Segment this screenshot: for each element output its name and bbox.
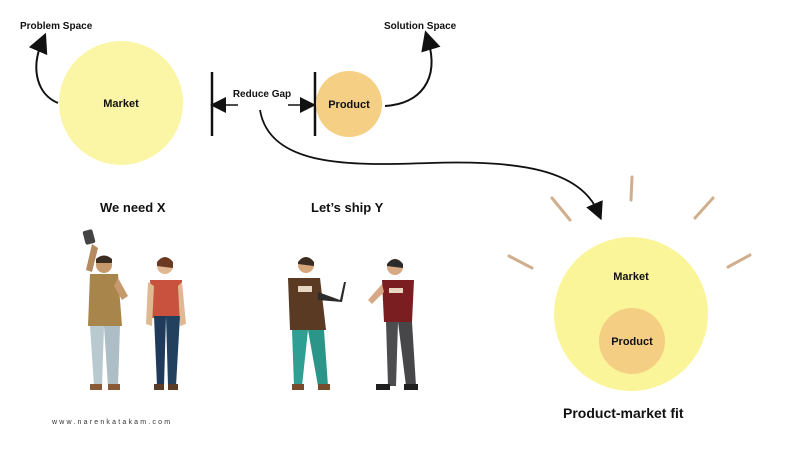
problem-space-label: Problem Space <box>20 21 93 32</box>
fit-product-circle <box>599 308 665 374</box>
solution-space-label: Solution Space <box>384 21 457 32</box>
fit-product-label: Product <box>611 336 653 348</box>
two-people-discussing-icon <box>82 229 186 390</box>
website-footer: www.narenkatakam.com <box>52 419 173 426</box>
product-circle <box>316 71 382 137</box>
we-need-caption: We need X <box>100 200 166 215</box>
problem-space-arrow <box>28 32 59 104</box>
fit-market-label: Market <box>613 271 649 283</box>
market-label: Market <box>103 98 139 110</box>
lets-ship-caption: Let’s ship Y <box>311 200 384 215</box>
product-label: Product <box>328 99 370 111</box>
fit-arrow <box>259 109 603 221</box>
fit-caption: Product-market fit <box>563 405 684 421</box>
fit-rays <box>507 175 752 270</box>
solution-space-arrow <box>384 30 441 107</box>
two-people-with-laptop-icon <box>288 257 418 390</box>
reduce-gap-label: Reduce Gap <box>233 89 291 100</box>
market-circle <box>59 41 183 165</box>
